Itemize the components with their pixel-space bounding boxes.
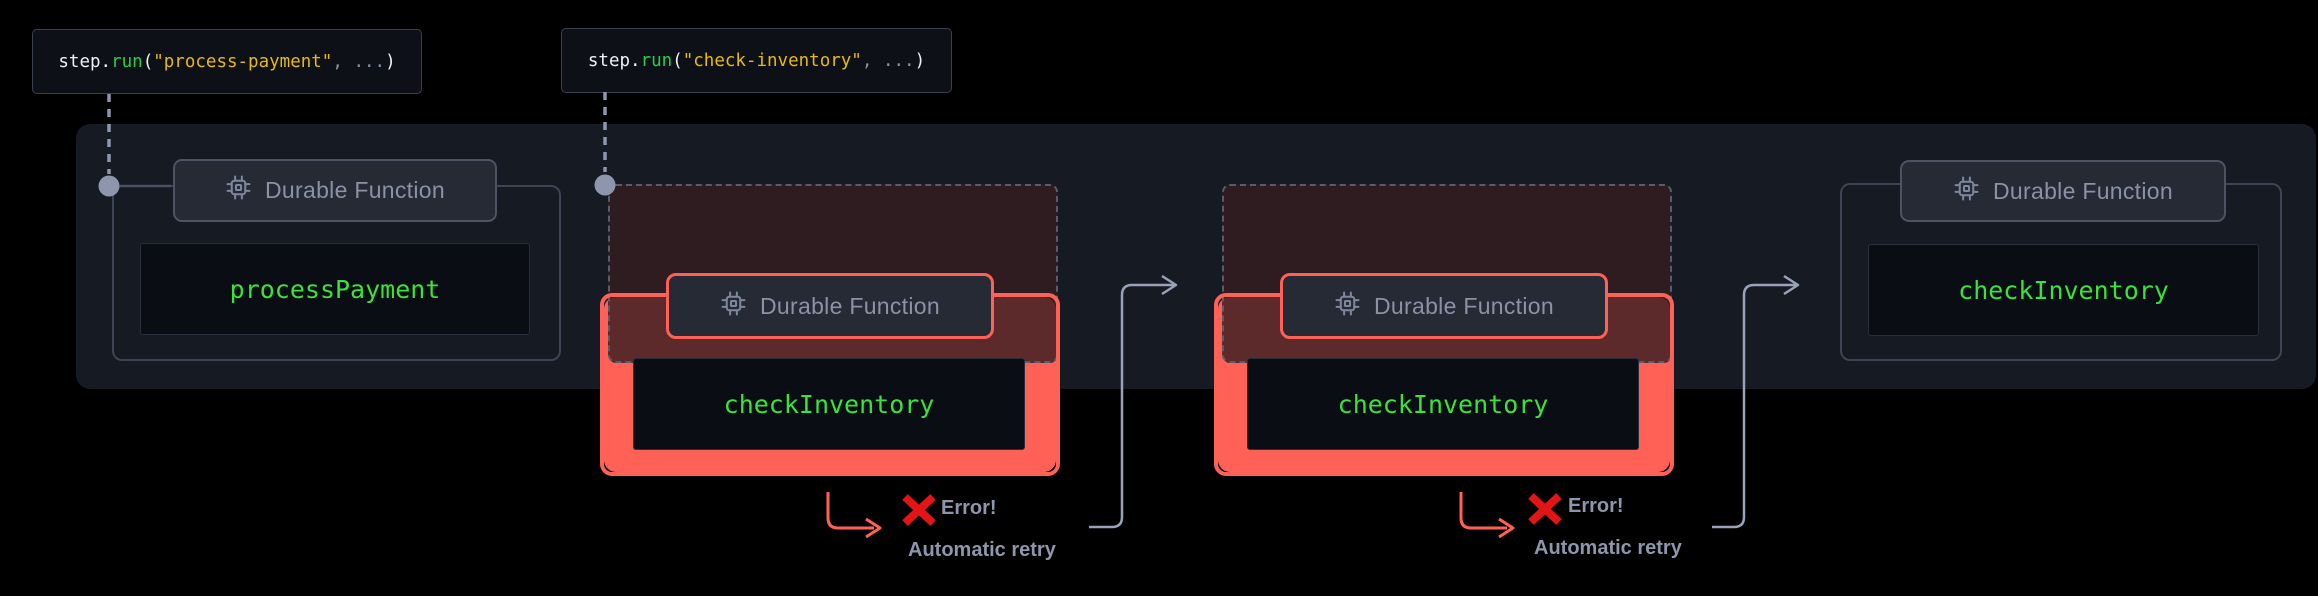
code-token: . <box>630 50 641 71</box>
durable-function-badge-4: Durable Function <box>1900 160 2226 222</box>
code-token: "process-payment" <box>153 51 333 72</box>
function-name-4: checkInventory <box>1868 244 2259 336</box>
function-name-3: checkInventory <box>1247 358 1639 450</box>
durable-function-badge-2: Durable Function <box>666 273 994 339</box>
code-token: step <box>587 50 631 71</box>
code-token: ( <box>142 51 154 72</box>
badge-label: Durable Function <box>265 177 445 203</box>
code-label-process-payment: step.run("process-payment", ...) <box>32 29 422 94</box>
code-token: run <box>111 51 143 72</box>
code-token: ... <box>342 51 386 72</box>
chip-icon <box>225 174 252 207</box>
function-name-2: checkInventory <box>633 358 1025 450</box>
error-arrow-2 <box>1459 492 1515 539</box>
code-token: ... <box>872 50 915 71</box>
automatic-retry-label-1: Automatic retry <box>908 539 1056 561</box>
code-token: , <box>332 51 343 72</box>
chip-icon <box>1334 290 1361 323</box>
error-label-1: Error! <box>941 497 997 519</box>
badge-label: Durable Function <box>1993 177 2173 204</box>
function-name-1: processPayment <box>140 243 530 335</box>
code-token: ) <box>914 50 926 71</box>
code-token: . <box>100 51 112 72</box>
code-token: step <box>58 51 101 72</box>
error-x-icon <box>902 494 936 526</box>
code-label-check-inventory: step.run("check-inventory", ...) <box>561 28 952 93</box>
code-token: "check-inventory" <box>682 50 862 71</box>
error-x-icon <box>1528 493 1562 525</box>
badge-label: Durable Function <box>1374 292 1554 319</box>
error-label-2: Error! <box>1568 495 1624 517</box>
durable-function-badge-1: Durable Function <box>173 159 497 222</box>
durable-function-badge-3: Durable Function <box>1280 273 1608 339</box>
badge-label: Durable Function <box>760 292 940 319</box>
code-token: run <box>640 50 673 71</box>
code-token: ( <box>672 50 683 71</box>
chip-icon <box>1953 175 1980 208</box>
code-token: ) <box>385 51 396 72</box>
error-arrow-1 <box>826 492 882 539</box>
chip-icon <box>720 290 747 323</box>
automatic-retry-label-2: Automatic retry <box>1534 537 1682 559</box>
code-token: , <box>861 50 873 71</box>
